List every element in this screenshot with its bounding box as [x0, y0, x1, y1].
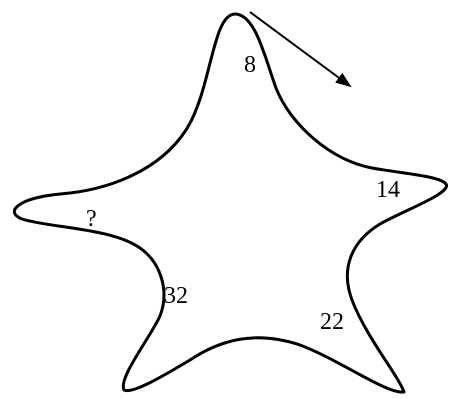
label-top: 8: [244, 52, 256, 78]
direction-arrow: [250, 12, 350, 86]
star-outline: [14, 14, 446, 392]
label-left: ?: [86, 206, 97, 232]
label-right: 14: [376, 177, 400, 203]
label-bottom-left: 32: [164, 283, 188, 309]
label-bottom-right: 22: [320, 309, 344, 335]
